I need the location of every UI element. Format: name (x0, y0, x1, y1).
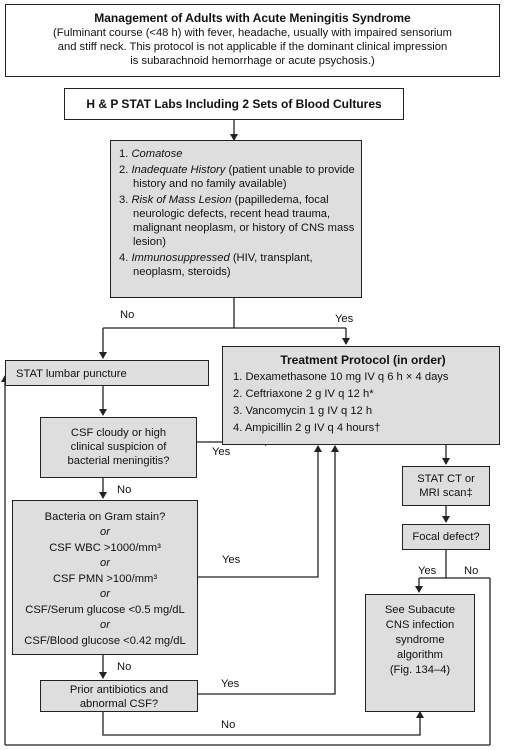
criteria-list: 1. Comatose 2. Inadequate History (patie… (119, 147, 355, 279)
csf-line: bacterial meningitis? (67, 455, 170, 467)
header-line-1: (Fulminant course (<48 h) with fever, he… (53, 27, 452, 39)
treatment-item: 4. Ampicillin 2 g IV q 4 hours† (233, 422, 381, 434)
bacteria-line: CSF WBC >1000/mm³ (49, 542, 161, 554)
arrow-prior-yes (198, 445, 339, 695)
bacteria-or: or (100, 619, 110, 631)
csf-line: CSF cloudy or high (70, 427, 167, 439)
header-line-2: and stiff neck. This protocol is not app… (57, 41, 448, 53)
csf-line: clinical suspicion of (70, 441, 167, 453)
bacteria-line: CSF/Blood glucose <0.42 mg/dL (24, 635, 186, 647)
treatment-item: 1. Dexamethasone 10 mg IV q 6 h × 4 days (233, 371, 449, 383)
treatment-item: 3. Vancomycin 1 g IV q 12 h (233, 405, 373, 417)
bacteria-or: or (100, 557, 110, 569)
header-title: Management of Adults with Acute Meningit… (94, 11, 411, 25)
subacute-algorithm-box: See Subacute CNS infection syndrome algo… (365, 594, 475, 712)
criteria-item: 2. Inadequate History (patient unable to… (119, 164, 355, 190)
label-yes-prior: Yes (221, 678, 240, 690)
bacteria-or: or (100, 588, 110, 600)
bacteria-line: CSF PMN >100/mm³ (52, 573, 158, 585)
lumbar-puncture-box: STAT lumbar puncture (5, 360, 209, 386)
criteria-item: 1. Comatose (119, 148, 183, 160)
focal-defect-label: Focal defect? (412, 531, 480, 543)
bacteria-line: Bacteria on Gram stain? (44, 511, 166, 523)
label-yes-csf: Yes (212, 446, 231, 458)
label-no-bacteria: No (117, 661, 132, 673)
prior-line: abnormal CSF? (79, 698, 159, 710)
subacute-line: See Subacute (384, 604, 456, 616)
header-line-3: is subarachnoid hemorrhage or acute psyc… (130, 55, 375, 67)
hp-labs-label: H & P STAT Labs Including 2 Sets of Bloo… (86, 97, 382, 111)
subacute-line: CNS infection (385, 619, 455, 631)
arrow-prior-no (102, 711, 424, 736)
label-yes-bacteria: Yes (222, 554, 241, 566)
focal-defect-box: Focal defect? (402, 524, 490, 550)
arrow-bacteria-yes (198, 445, 322, 578)
label-no-focal: No (464, 565, 479, 577)
criteria-box: 1. Comatose 2. Inadequate History (patie… (110, 140, 362, 298)
criteria-item: 4. Immunosuppressed (HIV, transplant, ne… (119, 252, 313, 278)
label-yes-top: Yes (335, 313, 354, 325)
subacute-line: syndrome (395, 634, 445, 646)
ct-line: STAT CT or (417, 473, 475, 485)
label-no-top: No (120, 309, 135, 321)
label-no-prior: No (221, 719, 236, 731)
criteria-item: 3. Risk of Mass Lesion (papilledema, foc… (119, 194, 355, 248)
subacute-line: (Fig. 134–4) (389, 664, 451, 676)
bacteria-or: or (100, 526, 110, 538)
prior-line: Prior antibiotics and (69, 684, 169, 696)
subacute-line: algorithm (396, 649, 443, 661)
label-no-csf: No (117, 484, 132, 496)
prior-antibiotics-box: Prior antibiotics and abnormal CSF? (40, 680, 198, 712)
label-yes-focal: Yes (418, 565, 437, 577)
treatment-item: 2. Ceftriaxone 2 g IV q 12 h* (233, 388, 374, 400)
header-box: Management of Adults with Acute Meningit… (5, 4, 500, 77)
treatment-title: Treatment Protocol (in order) (280, 353, 446, 367)
bacteria-line: CSF/Serum glucose <0.5 mg/dL (25, 604, 185, 616)
lumbar-puncture-label: STAT lumbar puncture (16, 368, 127, 380)
csf-cloudy-box: CSF cloudy or high clinical suspicion of… (40, 417, 197, 478)
ct-mri-box: STAT CT or MRI scan‡ (402, 466, 490, 506)
ct-line: MRI scan‡ (419, 487, 473, 499)
hp-labs-box: H & P STAT Labs Including 2 Sets of Bloo… (64, 88, 404, 120)
bacteria-criteria-box: Bacteria on Gram stain? or CSF WBC >1000… (12, 500, 198, 655)
treatment-protocol-box: Treatment Protocol (in order) 1. Dexamet… (222, 346, 500, 445)
